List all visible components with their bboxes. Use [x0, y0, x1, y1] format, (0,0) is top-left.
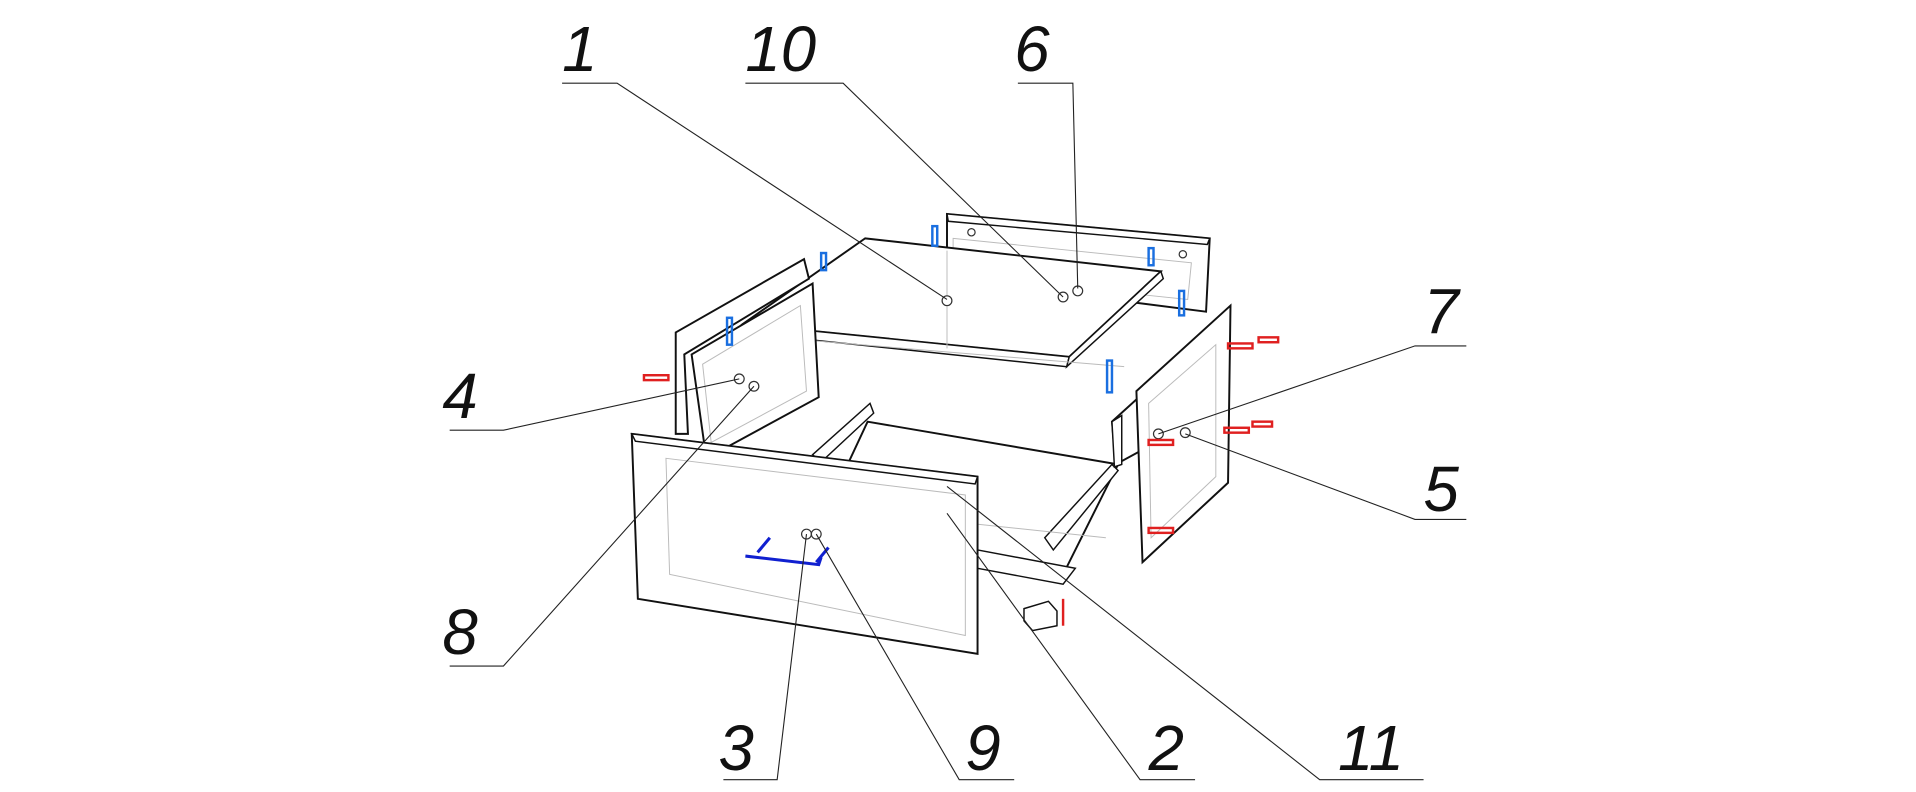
part-label-8: 8 [442, 597, 477, 668]
callout-10: 10 [745, 14, 1064, 298]
part-label-10: 10 [745, 14, 816, 85]
right-side-panel [1110, 303, 1232, 565]
part-label-4: 4 [442, 361, 477, 432]
callout-9: 9 [815, 533, 1015, 784]
left-side-panel [674, 257, 820, 460]
part-label-11: 11 [1338, 713, 1404, 784]
part-label-3: 3 [719, 713, 754, 784]
callout-1: 1 [562, 14, 948, 300]
callout-7: 7 [1158, 277, 1467, 435]
callout-6: 6 [1014, 14, 1079, 289]
part-label-6: 6 [1014, 14, 1050, 85]
part-label-5: 5 [1424, 454, 1460, 525]
handle [745, 536, 830, 567]
part-label-7: 7 [1424, 277, 1462, 348]
callout-11: 11 [946, 485, 1424, 784]
callout-5: 5 [1185, 433, 1467, 525]
callout-2: 2 [946, 512, 1196, 784]
part-label-9: 9 [965, 713, 1000, 784]
callout-3: 3 [719, 534, 808, 784]
front-panel [630, 432, 979, 655]
part-label-1: 1 [562, 14, 597, 85]
top-shelf [739, 237, 1165, 369]
blue-connectors [725, 224, 1186, 394]
red-fasteners [642, 336, 1280, 626]
foot-part [1023, 600, 1058, 632]
callout-8: 8 [442, 385, 755, 668]
callout-4: 4 [442, 361, 740, 432]
part-label-2: 2 [1148, 713, 1184, 784]
